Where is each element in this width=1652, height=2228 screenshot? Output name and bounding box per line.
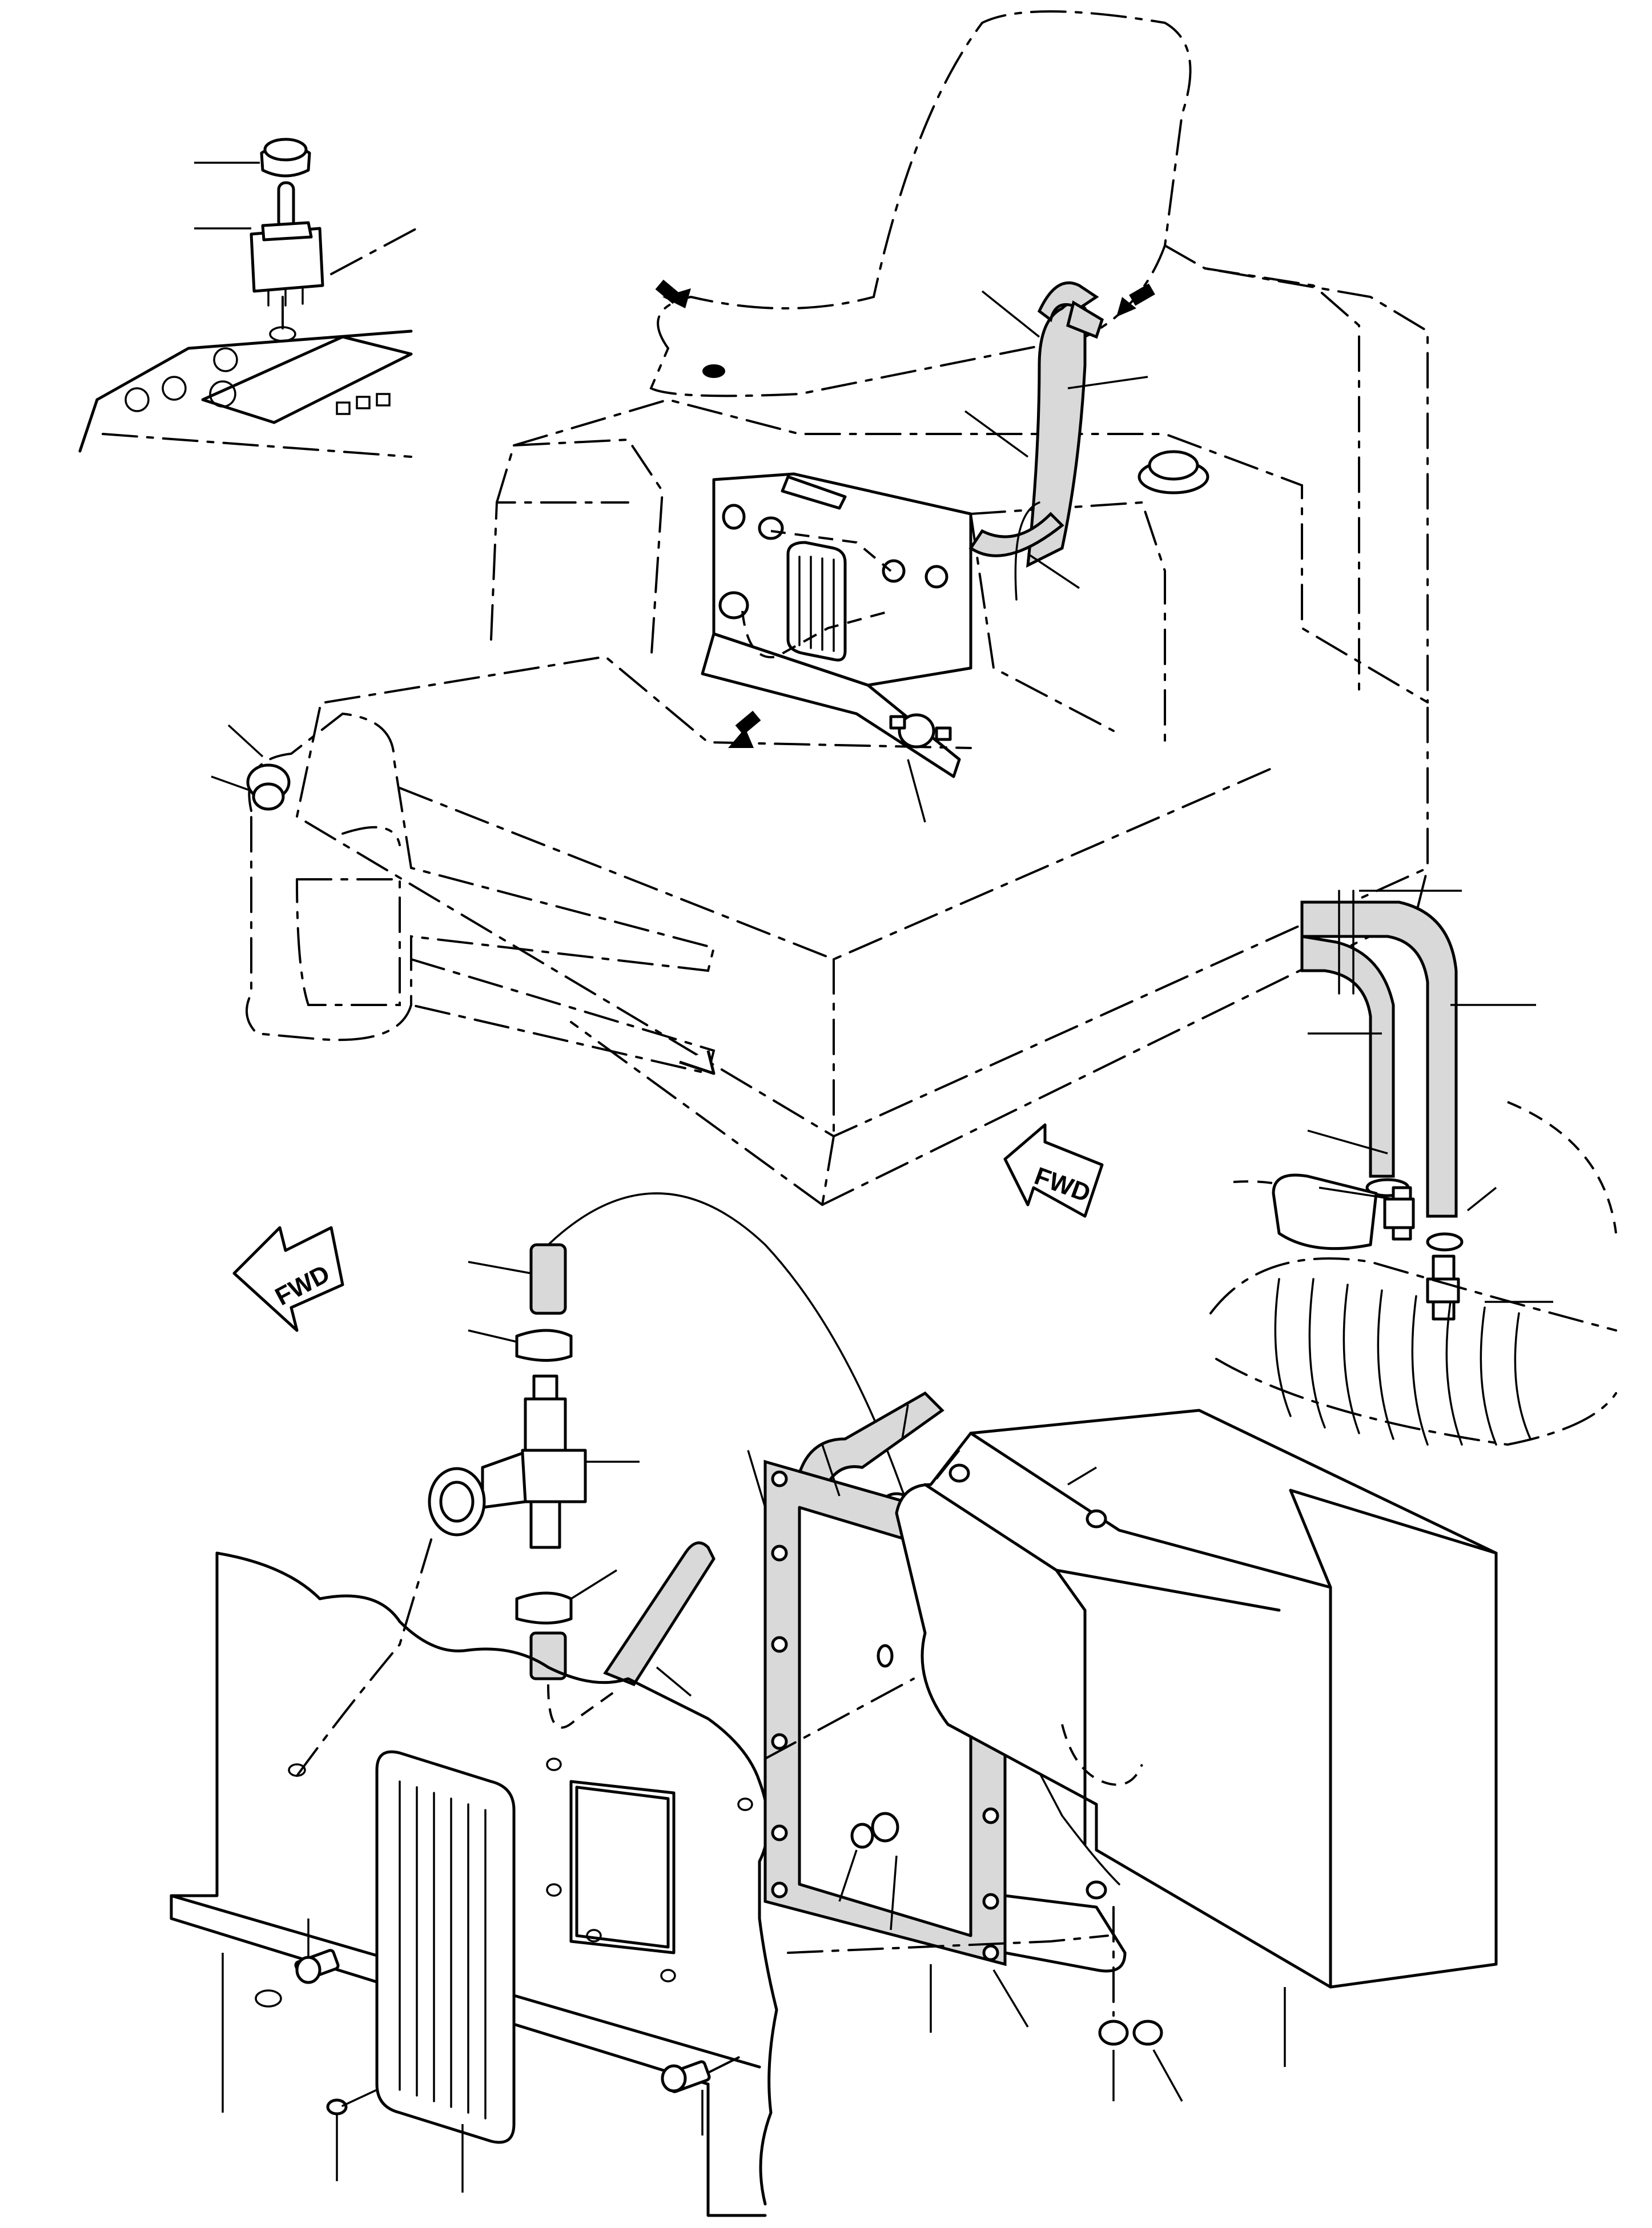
fwd-arrow-lower: FWD <box>232 1226 344 1332</box>
hose-detail <box>1209 890 1617 1446</box>
fwd-arrow-upper: FWD <box>1003 1123 1104 1218</box>
machine-body <box>211 10 1429 1206</box>
toggle-switch-detail <box>78 138 418 458</box>
heater-assembly-exploded <box>170 1192 1498 2217</box>
